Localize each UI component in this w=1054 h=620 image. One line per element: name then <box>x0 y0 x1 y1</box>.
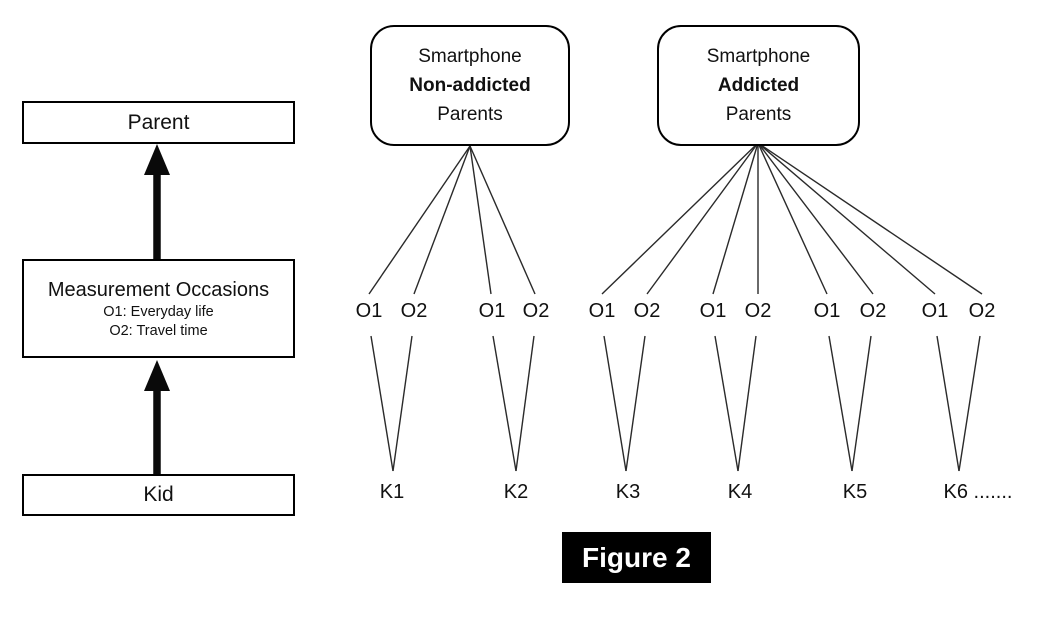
parent-box: Parent <box>22 101 295 144</box>
occasion-to-kid-lines <box>370 335 981 472</box>
occasion-label-u3-o1: O1 <box>588 300 616 322</box>
kid-label-k2: K2 <box>503 481 529 503</box>
group1-line2: Non-addicted <box>409 75 531 96</box>
arrow-kid-to-measurement <box>144 360 170 474</box>
occasion-label-u6-o1: O1 <box>921 300 949 322</box>
occasion-label-u1-o1: O1 <box>355 300 383 322</box>
measurement-occasions-box: Measurement Occasions O1: Everyday life … <box>22 259 295 358</box>
occasion-label-u5-o1: O1 <box>813 300 841 322</box>
occasion-label-u2-o1: O1 <box>478 300 506 322</box>
occasion-label-u6-o2: O2 <box>968 300 996 322</box>
measurement-box-title: Measurement Occasions <box>47 278 270 301</box>
figure-caption-label: Figure 2 <box>582 541 691 573</box>
kid-label-k6: K6 ....... <box>943 481 1013 503</box>
group2-line3: Parents <box>725 104 792 125</box>
non-addicted-parents-box: Smartphone Non-addicted Parents <box>370 25 570 146</box>
kid-label-k4: K4 <box>727 481 753 503</box>
group2-line2: Addicted <box>717 75 800 96</box>
measurement-occasion1-desc: O1: Everyday life <box>103 303 214 320</box>
parent-box-label: Parent <box>127 110 190 134</box>
occasion-label-u4-o2: O2 <box>744 300 772 322</box>
kid-label-k3: K3 <box>615 481 641 503</box>
group2-line1: Smartphone <box>706 46 811 67</box>
group1-line1: Smartphone <box>418 46 522 67</box>
non-addicted-fan-lines <box>368 145 536 295</box>
occasion-label-u4-o1: O1 <box>699 300 727 322</box>
measurement-occasion2-desc: O2: Travel time <box>109 322 208 339</box>
group1-line3: Parents <box>437 104 503 125</box>
kid-label-k5: K5 <box>842 481 868 503</box>
figure-caption: Figure 2 <box>562 532 711 583</box>
occasion-label-u3-o2: O2 <box>633 300 661 322</box>
addicted-parents-box: Smartphone Addicted Parents <box>657 25 860 146</box>
arrow-measurement-to-parent <box>144 144 170 259</box>
kid-box: Kid <box>22 474 295 516</box>
kid-box-label: Kid <box>143 483 174 506</box>
addicted-fan-lines <box>601 142 983 295</box>
kid-label-k1: K1 <box>379 481 405 503</box>
occasion-label-u5-o2: O2 <box>859 300 887 322</box>
occasion-label-u2-o2: O2 <box>522 300 550 322</box>
occasion-label-u1-o2: O2 <box>400 300 428 322</box>
